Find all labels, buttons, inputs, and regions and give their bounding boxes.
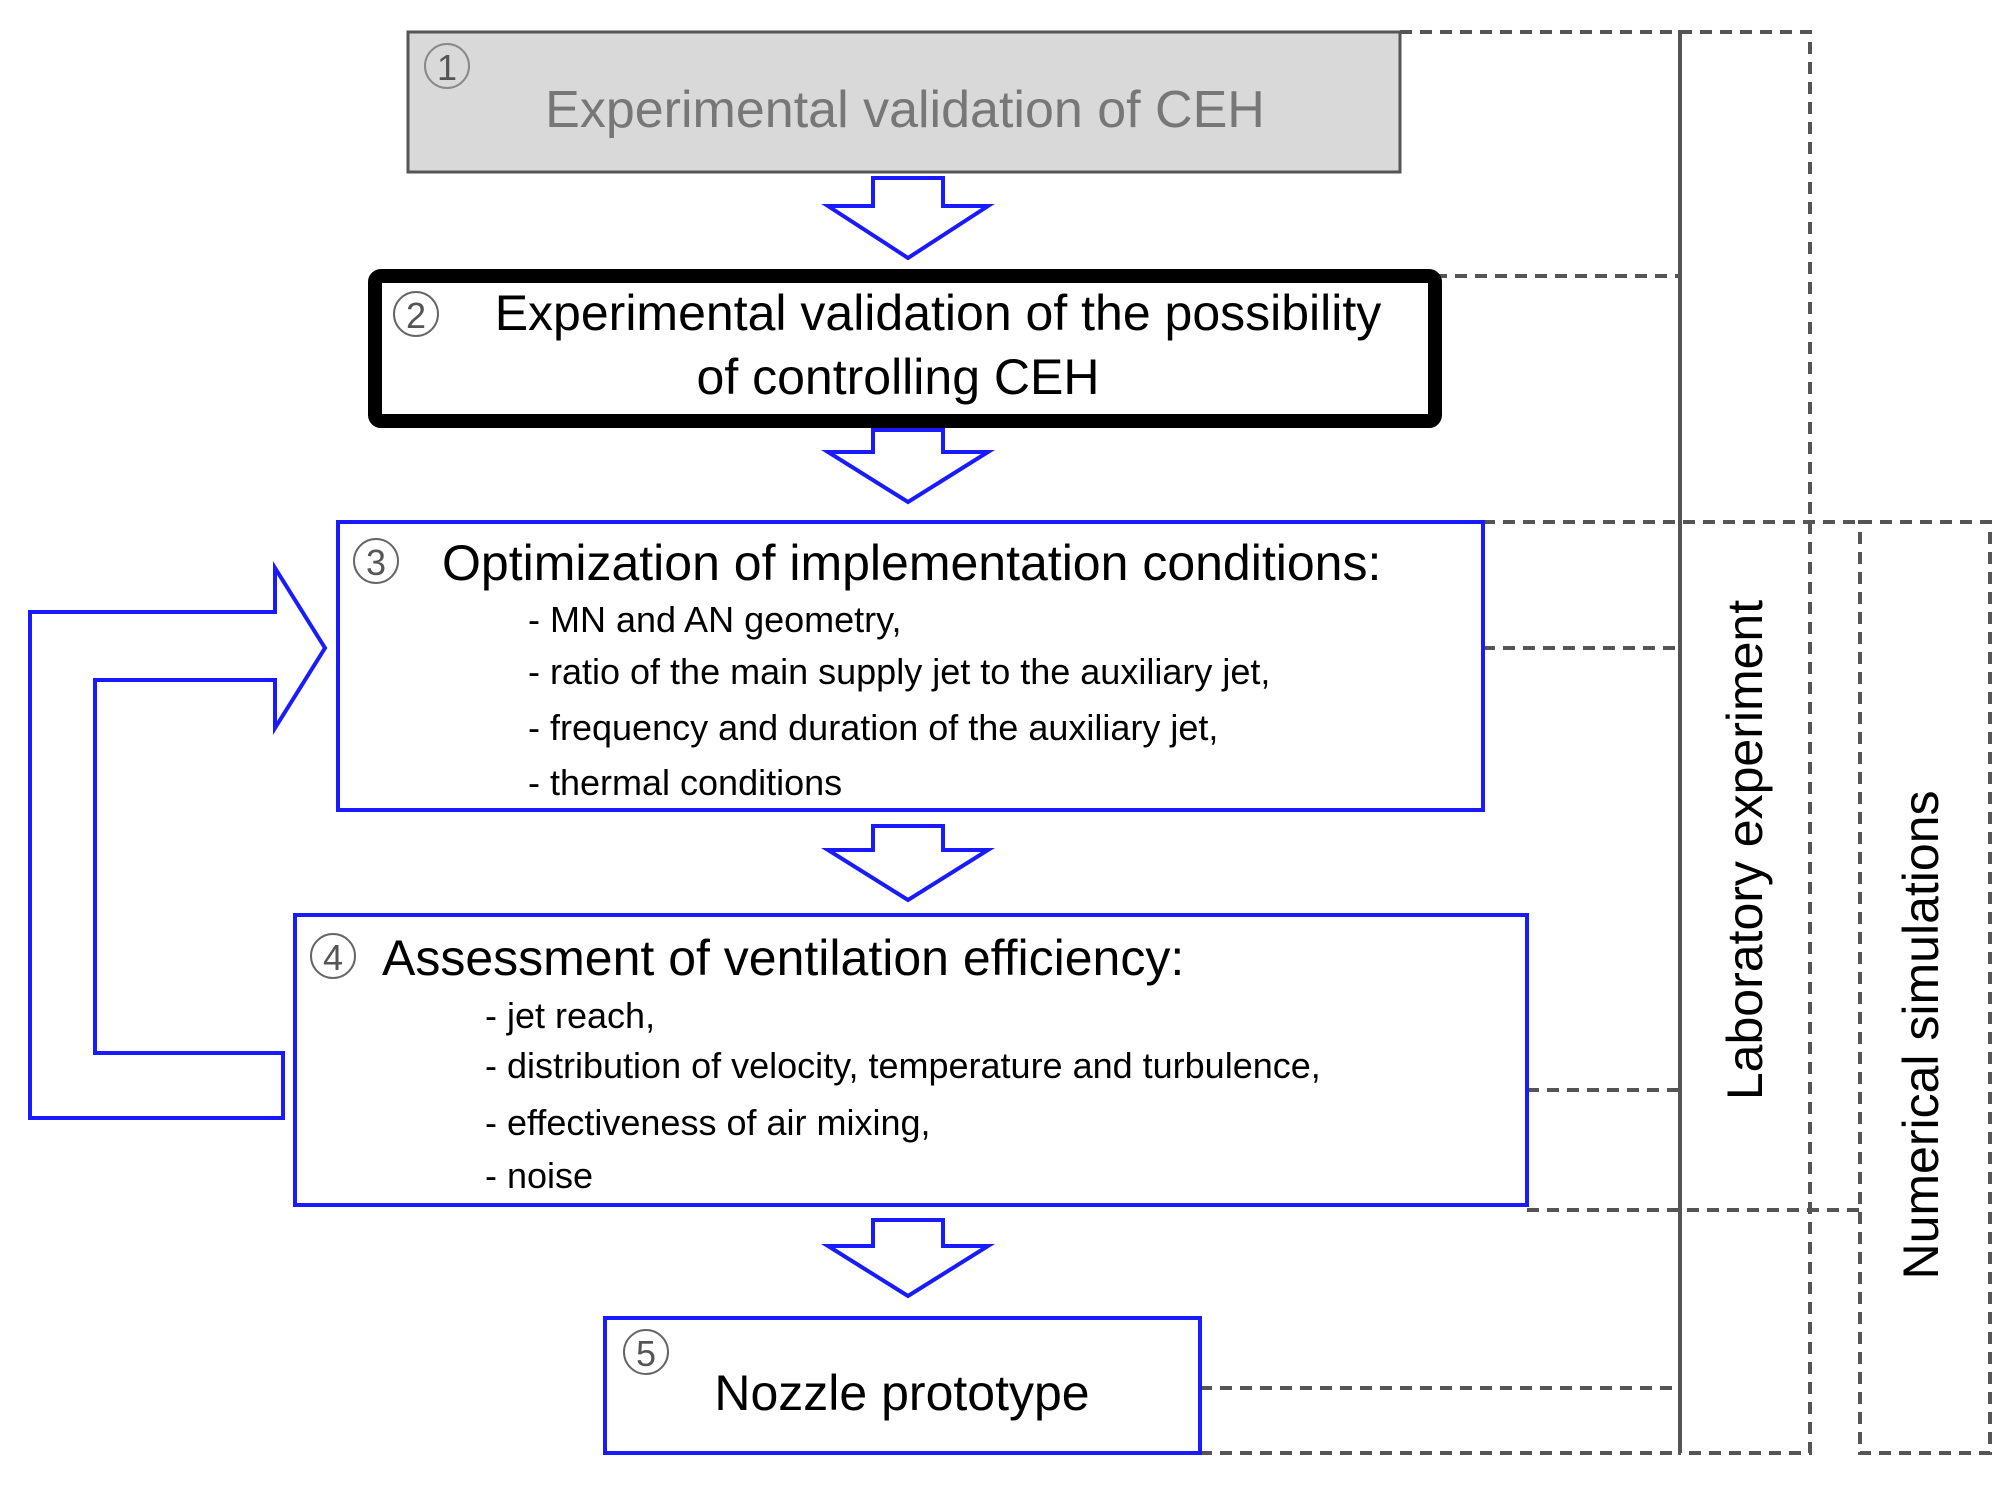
step-3-item-3: - frequency and duration of the auxiliar… bbox=[528, 707, 1218, 748]
dashed-connectors bbox=[1200, 30, 1992, 1455]
step-3-item-2: - ratio of the main supply jet to the au… bbox=[528, 651, 1270, 692]
step-1-rect bbox=[406, 30, 1402, 174]
feedback-loop-arrow-icon bbox=[28, 561, 328, 1120]
step-5-box: 5 Nozzle prototype bbox=[603, 1316, 1202, 1455]
step-4-title: Assessment of ventilation efficiency: bbox=[382, 930, 1184, 986]
lab-column-outline bbox=[1678, 30, 1812, 1455]
down-arrow-3-icon bbox=[821, 824, 995, 903]
step-5-rect bbox=[603, 1316, 1202, 1455]
step-5-title: Nozzle prototype bbox=[714, 1365, 1089, 1421]
step-2-number-circle bbox=[393, 291, 439, 337]
numerical-simulations-label: Numerical simulations bbox=[1893, 790, 1949, 1279]
step-2-title-line-1: Experimental validation of the possibili… bbox=[495, 285, 1382, 341]
laboratory-experiment-label: Laboratory experiment bbox=[1717, 600, 1773, 1100]
step-3-number-circle bbox=[353, 538, 399, 584]
step-2-rect bbox=[368, 269, 1442, 428]
step-4-number-circle bbox=[310, 933, 356, 979]
step-1-box: 1 Experimental validation of CEH bbox=[406, 30, 1402, 174]
step-3-title: Optimization of implementation condition… bbox=[442, 535, 1381, 591]
step-2-box: 2 Experimental validation of the possibi… bbox=[368, 269, 1442, 428]
step-3-rect bbox=[336, 520, 1485, 812]
step-2-number: 2 bbox=[406, 295, 426, 336]
step-4-box: 4 Assessment of ventilation efficiency: … bbox=[293, 913, 1529, 1207]
step-2-title-line-2: of controlling CEH bbox=[697, 349, 1100, 405]
num-column-outline bbox=[1858, 520, 1992, 1455]
down-arrows bbox=[821, 176, 995, 1299]
step-4-item-4: - noise bbox=[485, 1155, 593, 1196]
step-3-item-4: - thermal conditions bbox=[528, 762, 842, 803]
down-arrow-1-icon bbox=[821, 176, 995, 261]
step-3-number: 3 bbox=[366, 542, 386, 583]
step-1-title: Experimental validation of CEH bbox=[545, 81, 1265, 139]
step-3-box: 3 Optimization of implementation conditi… bbox=[336, 520, 1485, 812]
step-1-number: 1 bbox=[437, 47, 457, 88]
step-4-number: 4 bbox=[323, 937, 343, 978]
step-4-item-2: - distribution of velocity, temperature … bbox=[485, 1045, 1321, 1086]
step-4-rect bbox=[293, 913, 1529, 1207]
step-5-number: 5 bbox=[636, 1333, 656, 1374]
step-3-item-1: - MN and AN geometry, bbox=[528, 599, 901, 640]
step-4-item-1: - jet reach, bbox=[485, 995, 655, 1036]
down-arrow-2-icon bbox=[821, 428, 995, 505]
step-5-number-circle bbox=[623, 1329, 669, 1375]
step-1-number-circle bbox=[424, 43, 470, 89]
step-4-item-3: - effectiveness of air mixing, bbox=[485, 1102, 931, 1143]
down-arrow-4-icon bbox=[821, 1218, 995, 1299]
